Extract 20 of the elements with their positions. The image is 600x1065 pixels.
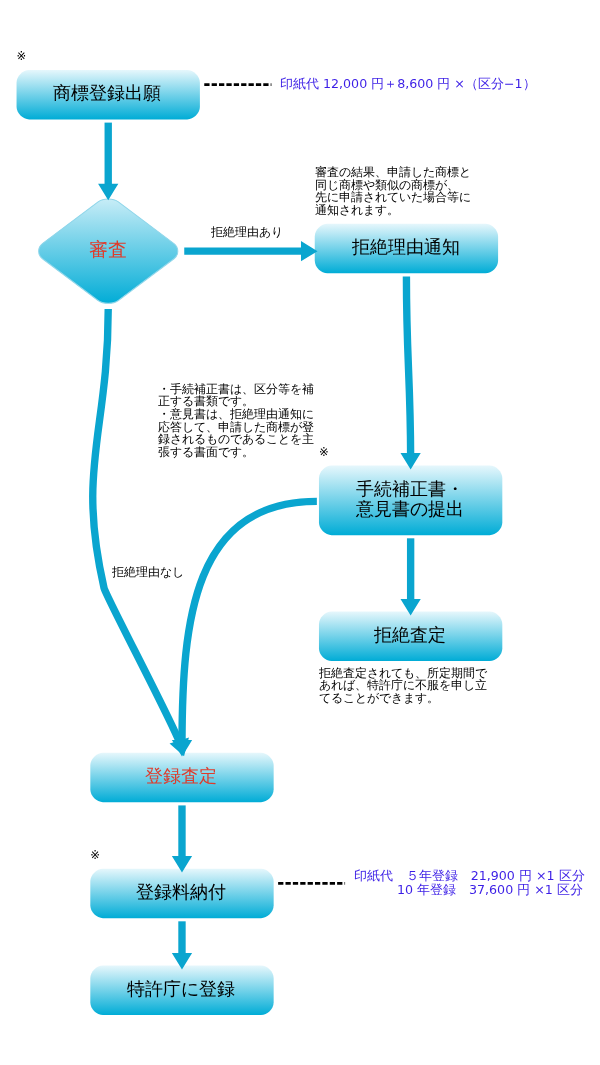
node-box: 手続補正書・意見書の提出 bbox=[318, 465, 503, 536]
node-label: ※ bbox=[16, 49, 27, 64]
node-text: 印紙代 ５年登録 21,900 円 ×1 区分 10 年登録 37,600 円 ×1 区分 bbox=[353, 867, 585, 897]
edge-label: 拒絶理由なし bbox=[112, 565, 185, 580]
node-label: 審査の結果、申請した商標と同じ商標や類似の商標が、先に申請されていた場合等に通知されます。 bbox=[314, 165, 471, 218]
connector bbox=[204, 83, 272, 86]
node-label: ※ bbox=[90, 847, 101, 862]
node-box: 拒絶査定 bbox=[318, 611, 503, 662]
node-box: 商標登録出願 bbox=[16, 69, 200, 120]
node-text: 印紙代 12,000 円＋8,600 円 ×（区分−1） bbox=[279, 75, 536, 91]
node-box: 登録料納付 bbox=[90, 868, 274, 919]
edge-label: 拒絶理由あり bbox=[211, 225, 284, 240]
node-box: 拒絶理由通知 bbox=[314, 223, 499, 274]
node-box: 特許庁に登録 bbox=[90, 965, 274, 1016]
node-label: ・意見書は、拒絶理由通知に応答して、申請した商標が登録されるものであることを主張する書面です。 bbox=[157, 406, 314, 459]
node-label: ・手続補正書は、区分等を補正する書類です。 bbox=[157, 381, 314, 409]
connector bbox=[278, 882, 346, 885]
node-label: 拒絶査定されても、所定期間であれば、特許庁に不服を申し立てることができます。 bbox=[318, 665, 487, 705]
node-label: ※ bbox=[318, 444, 329, 459]
node-box: 登録査定 bbox=[90, 752, 274, 803]
